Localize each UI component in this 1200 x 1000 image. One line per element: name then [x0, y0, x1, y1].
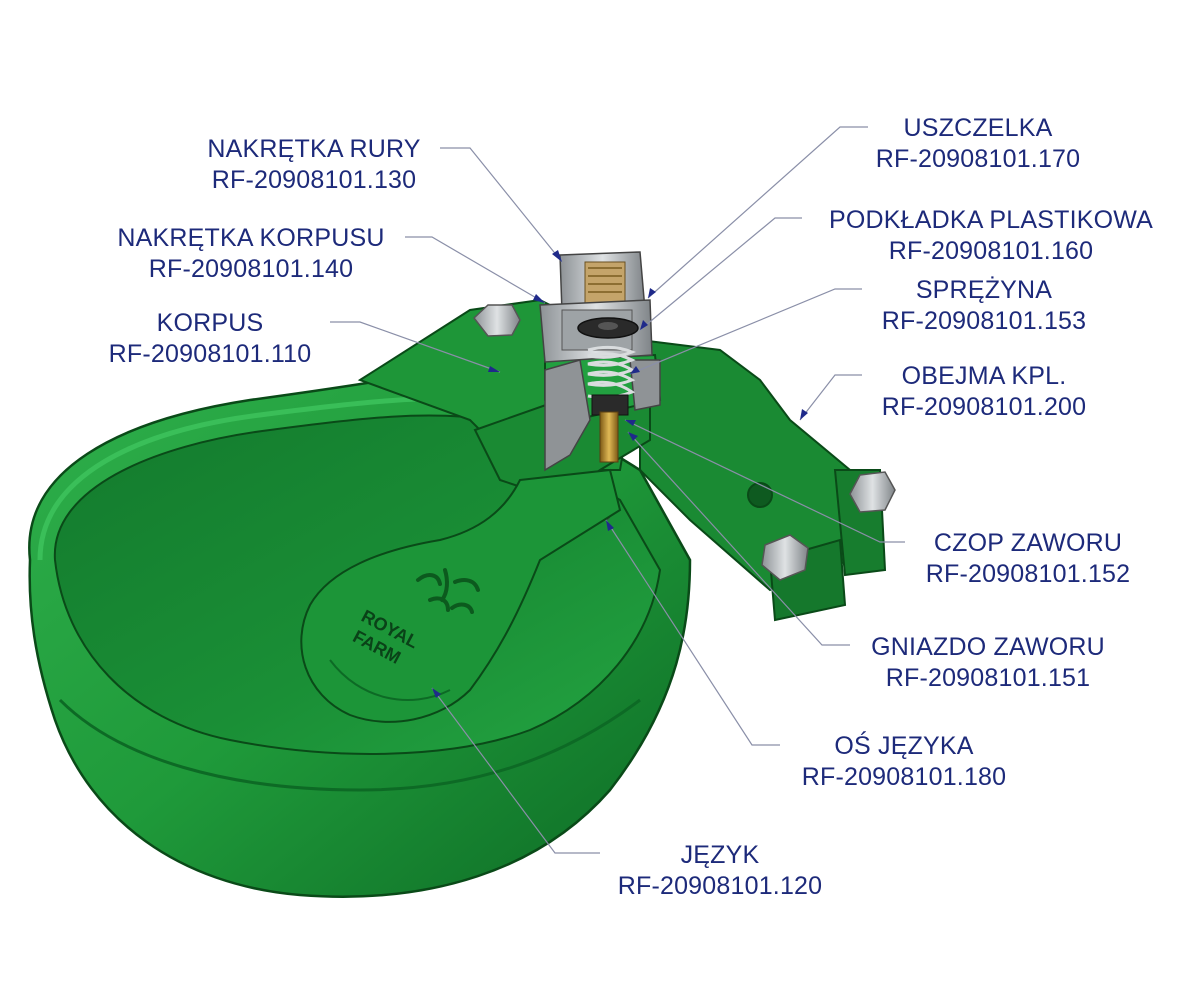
- label-nakretka-rury: NAKRĘTKA RURY RF-20908101.130: [190, 134, 438, 196]
- leader-czop: [624, 419, 905, 543]
- arrow-obejma: [800, 409, 808, 420]
- pipe-nut: [559, 251, 646, 313]
- leader-lines: [330, 126, 905, 854]
- leader-jezyk: [431, 687, 600, 854]
- label-code: RF-20908101.180: [801, 763, 1007, 791]
- label-code: RF-20908101.170: [875, 145, 1081, 173]
- bolt-head: [472, 304, 521, 337]
- leader-podkladka: [639, 217, 802, 331]
- leader-gniazdo: [627, 431, 850, 646]
- arrow-korpus: [488, 366, 500, 372]
- label-code: RF-20908101.151: [885, 664, 1091, 692]
- label-name: USZCZELKA: [903, 114, 1053, 142]
- label-name: SPRĘŻYNA: [915, 276, 1053, 304]
- leader-obejma: [799, 374, 862, 421]
- plastic-washer: [577, 317, 639, 339]
- arrow-os: [606, 520, 614, 531]
- leader-nakretka-korpusu: [405, 236, 546, 304]
- arrow-jezyk: [432, 688, 441, 698]
- arrow-nakretka-korpusu: [533, 294, 545, 303]
- label-code: RF-20908101.130: [211, 166, 417, 194]
- arrow-gniazdo: [628, 432, 638, 441]
- arrow-podkladka: [640, 320, 648, 330]
- label-name: OBEJMA KPL.: [901, 362, 1067, 390]
- label-code: RF-20908101.120: [617, 872, 823, 900]
- spring: [587, 345, 637, 399]
- label-name: PODKŁADKA PLASTIKOWA: [828, 206, 1153, 234]
- leader-uszczelka: [647, 126, 868, 299]
- label-name: KORPUS: [156, 309, 264, 337]
- label-obejma-kpl: OBEJMA KPL. RF-20908101.200: [864, 361, 1104, 423]
- label-name: OŚ JĘZYKA: [834, 732, 974, 760]
- arrow-sprezyna: [630, 366, 640, 374]
- leader-arrowheads: [432, 250, 808, 698]
- label-sprezyna: SPRĘŻYNA RF-20908101.153: [864, 275, 1104, 337]
- label-name: NAKRĘTKA RURY: [207, 135, 421, 163]
- leader-korpus: [330, 321, 501, 373]
- label-name: CZOP ZAWORU: [933, 529, 1123, 557]
- label-jezyk: JĘZYK RF-20908101.120: [600, 840, 840, 902]
- label-name: NAKRĘTKA KORPUSU: [117, 224, 385, 252]
- label-code: RF-20908101.200: [881, 393, 1087, 421]
- label-code: RF-20908101.153: [881, 307, 1087, 335]
- label-code: RF-20908101.140: [148, 255, 354, 283]
- label-gniazdo-zaworu: GNIAZDO ZAWORU RF-20908101.151: [852, 632, 1124, 694]
- leader-os: [605, 519, 780, 746]
- arrow-czop: [625, 420, 636, 426]
- label-czop-zaworu: CZOP ZAWORU RF-20908101.152: [906, 528, 1150, 590]
- label-uszczelka: USZCZELKA RF-20908101.170: [868, 113, 1088, 175]
- label-podkladka-plastikowa: PODKŁADKA PLASTIKOWA RF-20908101.160: [805, 205, 1177, 267]
- label-code: RF-20908101.160: [888, 237, 1094, 265]
- label-code: RF-20908101.110: [108, 340, 312, 368]
- label-korpus: KORPUS RF-20908101.110: [90, 308, 330, 370]
- arrow-uszczelka: [648, 288, 656, 298]
- bracket-plate: [639, 338, 896, 622]
- label-name: JĘZYK: [680, 841, 760, 869]
- label-name: GNIAZDO ZAWORU: [871, 633, 1105, 661]
- arrow-nakretka-rury: [552, 250, 562, 262]
- label-nakretka-korpusu: NAKRĘTKA KORPUSU RF-20908101.140: [100, 223, 402, 285]
- valve-stem: [599, 411, 619, 463]
- leader-nakretka-rury: [440, 147, 563, 263]
- leader-sprezyna: [629, 288, 862, 375]
- label-code: RF-20908101.152: [925, 560, 1131, 588]
- label-os-jezyka: OŚ JĘZYKA RF-20908101.180: [782, 731, 1026, 793]
